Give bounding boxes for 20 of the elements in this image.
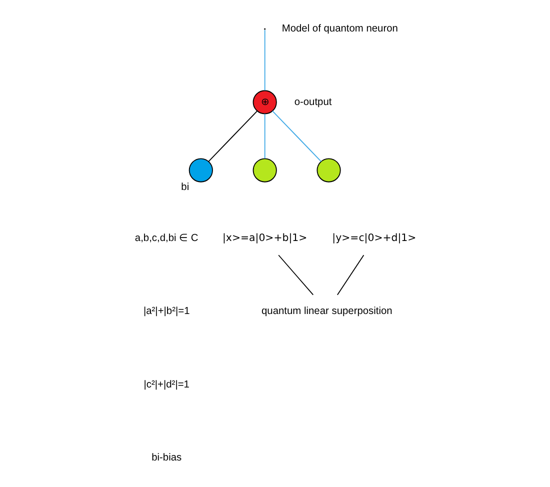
node-label: bi [180, 182, 189, 194]
connector [336, 254, 364, 296]
node-text: |x>=a|0>+b|1> [222, 233, 307, 244]
node-text: quantum linear superposition [261, 306, 392, 318]
connector [264, 113, 265, 159]
node-circle [188, 158, 212, 182]
label: |c²|+|d²|=1 [143, 379, 189, 390]
label: bi-bias [151, 452, 182, 464]
connector [271, 110, 322, 162]
node-label: o-output [294, 96, 332, 108]
node-text: |y>=c|0>+d|1> [332, 233, 416, 244]
node-circle: ⊕ [252, 90, 276, 114]
label: Model of quantom neuron [281, 24, 398, 35]
connector [278, 254, 314, 296]
node-circle [252, 158, 276, 182]
connector [264, 30, 265, 91]
node-circle [316, 158, 340, 182]
label: a,b,c,d,bi ∈ C [134, 233, 198, 244]
label: |a²|+|b²|=1 [142, 306, 190, 318]
connector [208, 110, 258, 162]
